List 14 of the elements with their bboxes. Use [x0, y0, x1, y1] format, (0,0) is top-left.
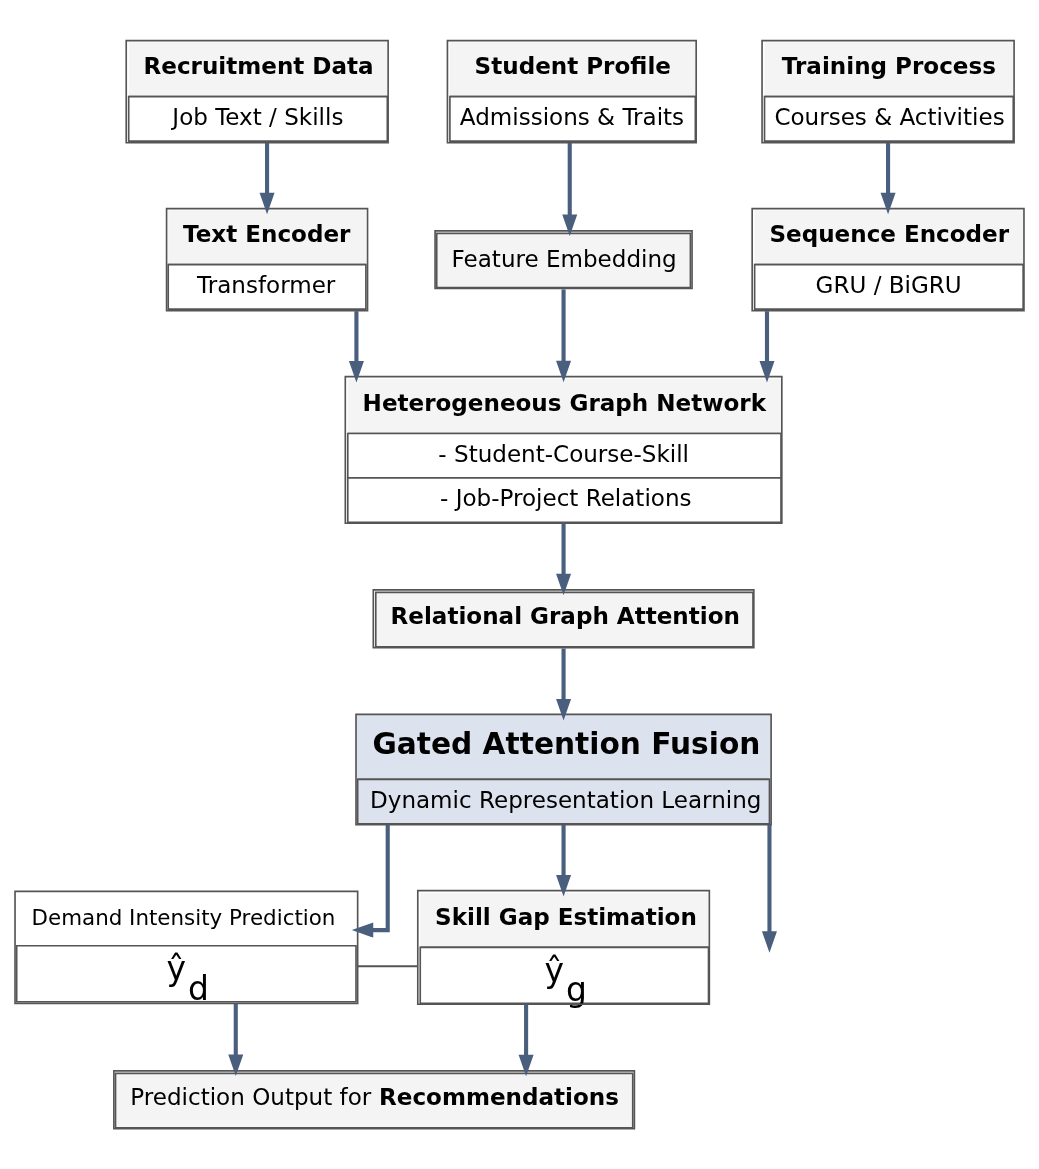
arrow [228, 1003, 244, 1076]
arrow [880, 142, 896, 214]
arrow [259, 142, 275, 214]
arrow [348, 310, 364, 382]
arrow [518, 1004, 534, 1076]
arrow [556, 288, 572, 382]
arrow [562, 142, 578, 236]
arrow [761, 824, 777, 953]
connector [356, 964, 419, 967]
arrow [351, 824, 390, 938]
arrow [759, 310, 775, 382]
arrow [556, 523, 572, 595]
arrow [556, 648, 572, 720]
arrow [556, 824, 572, 896]
